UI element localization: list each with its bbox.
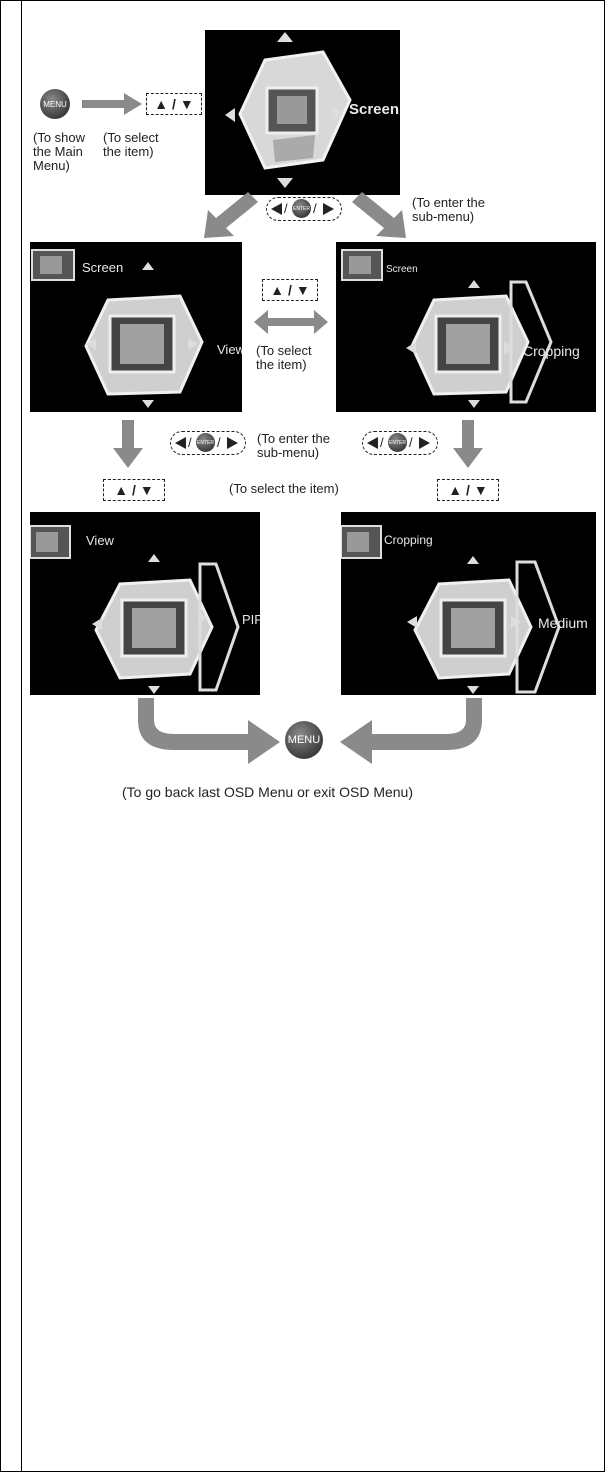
show-main-label-2: the Main xyxy=(33,144,83,159)
left-enter-right-keys[interactable]: / ENTER / xyxy=(266,197,342,221)
select-label-2: the item) xyxy=(103,144,154,159)
osd-screen-view: Screen View xyxy=(30,242,242,412)
down-left-arrow-icon xyxy=(204,192,258,238)
margin-line xyxy=(21,1,22,1471)
left-enter-right-keys[interactable]: / ENTER / xyxy=(362,431,438,455)
updown-key-label: ▲ / ▼ xyxy=(154,96,194,112)
down-arrow-icon xyxy=(453,420,483,468)
select-label-2: the item) xyxy=(256,357,307,372)
osd-screen-cropping: Screen Cropping xyxy=(336,242,596,412)
osd-main-screen: Screen xyxy=(205,30,400,195)
updown-key-label: ▲ / ▼ xyxy=(270,282,310,298)
slash-text: / xyxy=(188,435,192,450)
slash-text: / xyxy=(284,201,288,216)
osd-item-label: View xyxy=(217,342,242,357)
return-arrow-icon xyxy=(340,698,482,764)
select-label-1: (To select xyxy=(103,130,159,145)
updown-key-label: ▲ / ▼ xyxy=(448,482,488,498)
slash-text: / xyxy=(217,435,221,450)
return-arrow-icon xyxy=(138,698,280,764)
left-triangle-icon xyxy=(367,437,378,449)
osd-item-label: Cropping xyxy=(523,343,580,359)
right-triangle-icon xyxy=(227,437,238,449)
left-triangle-icon xyxy=(175,437,186,449)
enter-sub-label-1: (To enter the xyxy=(412,195,485,210)
enter-button[interactable]: ENTER xyxy=(388,433,407,452)
left-triangle-icon xyxy=(271,203,282,215)
slash-text: / xyxy=(409,435,413,450)
osd-cube-icon xyxy=(225,32,352,188)
enter-button[interactable]: ENTER xyxy=(292,199,311,218)
osd-main-label: Screen xyxy=(349,101,400,118)
osd-cube-icon xyxy=(30,525,240,694)
left-enter-right-keys[interactable]: / ENTER / xyxy=(170,431,246,455)
osd-cube-icon xyxy=(341,525,561,694)
back-label: (To go back last OSD Menu or exit OSD Me… xyxy=(122,784,413,800)
slash-text: / xyxy=(313,201,317,216)
osd-cube-icon xyxy=(341,249,553,408)
osd-corner-label: Screen xyxy=(386,264,418,275)
updown-key[interactable]: ▲ / ▼ xyxy=(262,279,318,301)
right-arrow-icon xyxy=(82,93,142,115)
select-label-1: (To select xyxy=(256,343,312,358)
down-right-arrow-icon xyxy=(352,192,406,238)
right-triangle-icon xyxy=(419,437,430,449)
show-main-label-3: Menu) xyxy=(33,158,70,173)
enter-sub-label-2: sub-menu) xyxy=(412,209,475,224)
updown-key[interactable]: ▲ / ▼ xyxy=(437,479,499,501)
menu-button[interactable]: MENU xyxy=(40,89,70,119)
updown-key-label: ▲ / ▼ xyxy=(114,482,154,498)
osd-corner-label: Screen xyxy=(82,260,124,275)
show-main-label-1: (To show xyxy=(33,130,86,145)
menu-button[interactable]: MENU xyxy=(285,721,323,759)
osd-item-label: Medium xyxy=(538,615,588,631)
enter-button[interactable]: ENTER xyxy=(196,433,215,452)
osd-cube-icon xyxy=(31,249,204,408)
updown-key[interactable]: ▲ / ▼ xyxy=(103,479,165,501)
enter-sub-label-2: sub-menu) xyxy=(257,445,320,460)
osd-corner-label: View xyxy=(86,533,114,548)
osd-item-label: PIP xyxy=(242,612,260,627)
down-arrow-icon xyxy=(113,420,143,468)
slash-text: / xyxy=(380,435,384,450)
updown-key[interactable]: ▲ / ▼ xyxy=(146,93,202,115)
right-triangle-icon xyxy=(323,203,334,215)
osd-cropping-medium: Cropping Medium xyxy=(341,512,596,695)
double-arrow-icon xyxy=(254,310,328,334)
osd-corner-label: Cropping xyxy=(384,533,433,547)
enter-sub-label-1: (To enter the xyxy=(257,431,330,446)
select-item-label: (To select the item) xyxy=(229,481,339,496)
osd-view-pip: View PIP xyxy=(30,512,260,695)
